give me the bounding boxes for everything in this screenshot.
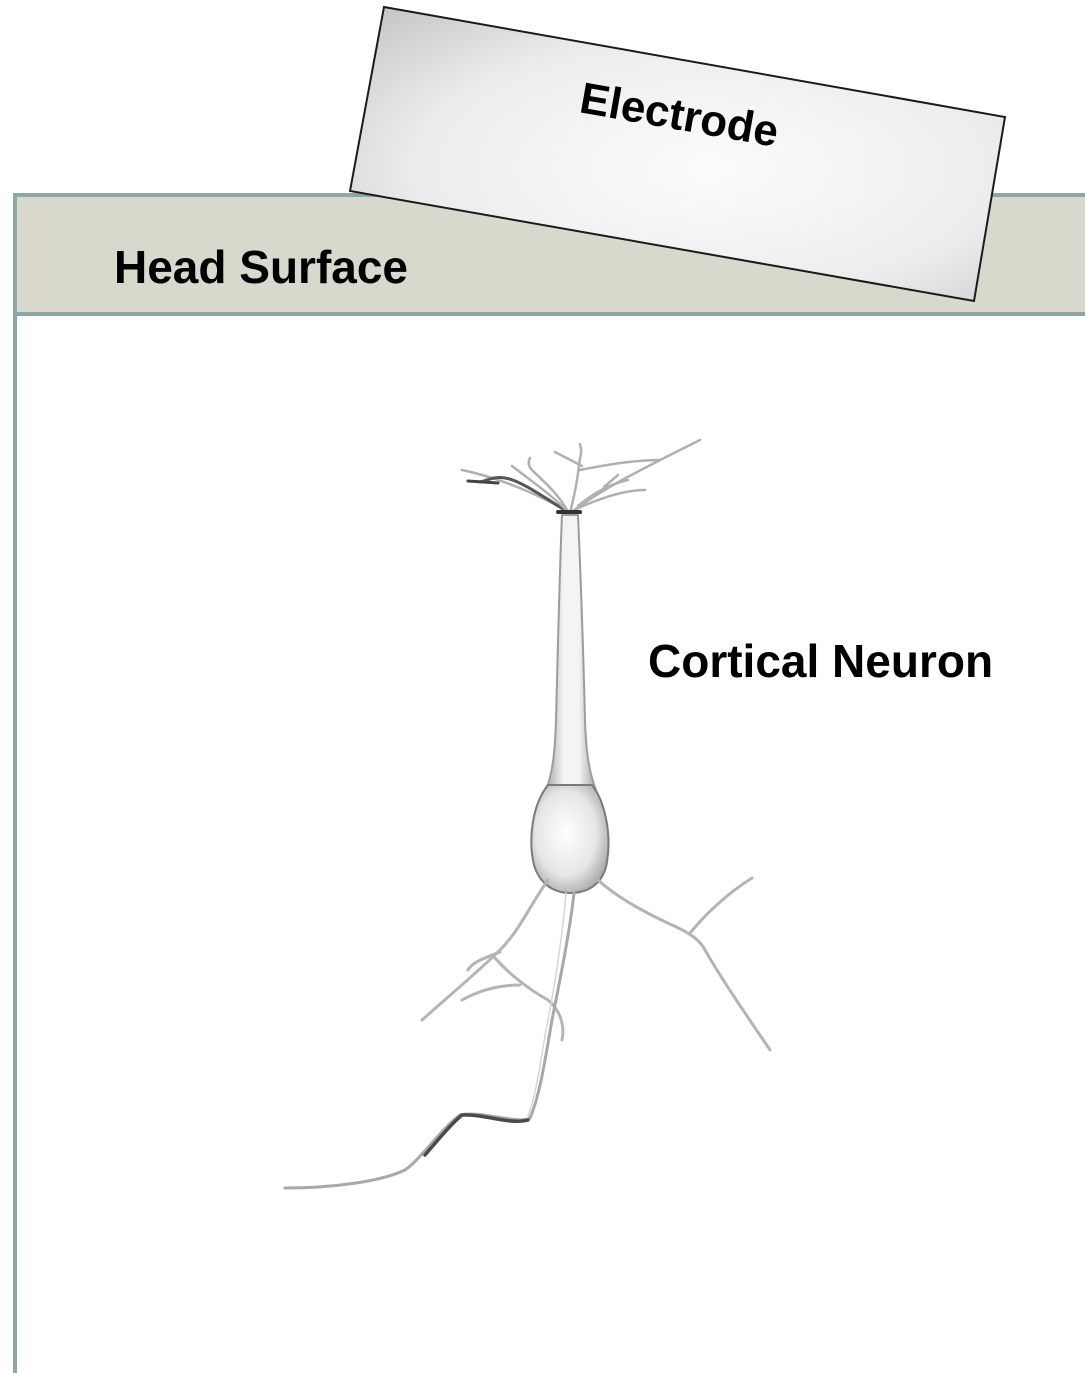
- pyramidal-neuron-icon: [285, 440, 770, 1188]
- axon-dark-segment: [425, 1115, 528, 1155]
- apical-dendrite: [546, 515, 596, 790]
- cortical-neuron-label: Cortical Neuron: [648, 635, 993, 687]
- apical-tuft: [462, 440, 700, 512]
- neuron-axon: [285, 893, 574, 1188]
- axon-inner-line: [528, 893, 566, 1116]
- neuron-soma: [531, 785, 608, 893]
- basal-dendrites: [422, 878, 770, 1050]
- head-surface-label: Head Surface: [114, 241, 408, 293]
